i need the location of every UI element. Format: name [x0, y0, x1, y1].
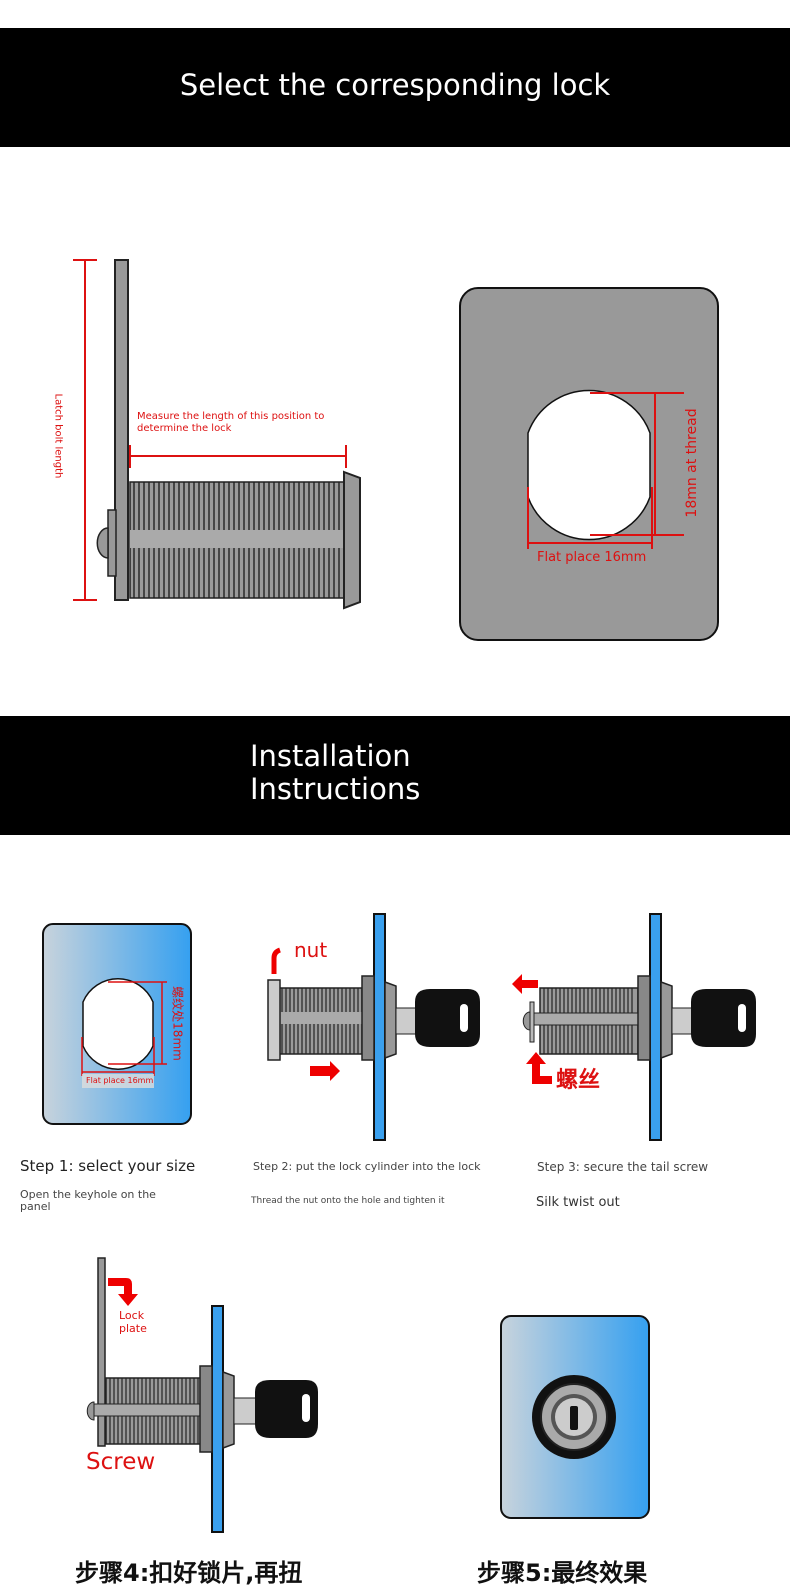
thread-label: 18mn at thread	[684, 408, 700, 518]
latch-bolt-length-label: Latch bolt length	[52, 393, 64, 479]
step4-screw-label: Screw	[86, 1449, 156, 1475]
step2-desc: Thread the nut onto the hole and tighten…	[251, 1196, 445, 1206]
flat-place-label: Flat place 16mm	[537, 550, 647, 565]
section-title: Select the corresponding lock	[179, 68, 611, 102]
title-line-1: Installation	[250, 739, 411, 773]
step3-title: Step 3: secure the tail screw	[537, 1160, 709, 1174]
step2-nut-label: nut	[294, 938, 328, 962]
step1-title: Step 1: select your size	[20, 1157, 196, 1175]
lock-side-view-diagram	[73, 259, 361, 610]
step4-caption: 步骤4:扣好锁片,再扭	[75, 1559, 303, 1587]
step5-final-panel	[500, 1315, 650, 1519]
lock-plate-line2: plate	[119, 1322, 147, 1335]
step1-desc: Open the keyhole on the panel	[20, 1188, 156, 1213]
section-header-select-lock: Select the corresponding lock	[0, 28, 790, 147]
step1-panel-diagram	[42, 923, 192, 1125]
section-title-installation: Installation Instructions	[250, 740, 420, 806]
step4-diagram	[86, 1257, 318, 1533]
step5-caption: 步骤5:最终效果	[477, 1559, 648, 1587]
measure-note: Measure the length of this position to d…	[137, 411, 325, 434]
step1-flat-label: Flat place 16mm	[86, 1076, 154, 1085]
step2-title: Step 2: put the lock cylinder into the l…	[253, 1160, 481, 1173]
step3-desc: Silk twist out	[536, 1195, 620, 1210]
section-header-installation: Installation Instructions	[0, 716, 790, 835]
step4-lock-plate-label: Lock plate	[119, 1309, 147, 1335]
step1-thread-label: 螺纹处18mm	[170, 986, 185, 1061]
step2-diagram	[267, 913, 480, 1141]
step3-screw-label: 螺丝	[556, 1068, 601, 1093]
title-line-2: Instructions	[250, 772, 421, 806]
step3-diagram	[512, 913, 756, 1141]
lock-front-view-diagram	[459, 287, 719, 641]
lock-plate-line1: Lock	[119, 1309, 145, 1322]
